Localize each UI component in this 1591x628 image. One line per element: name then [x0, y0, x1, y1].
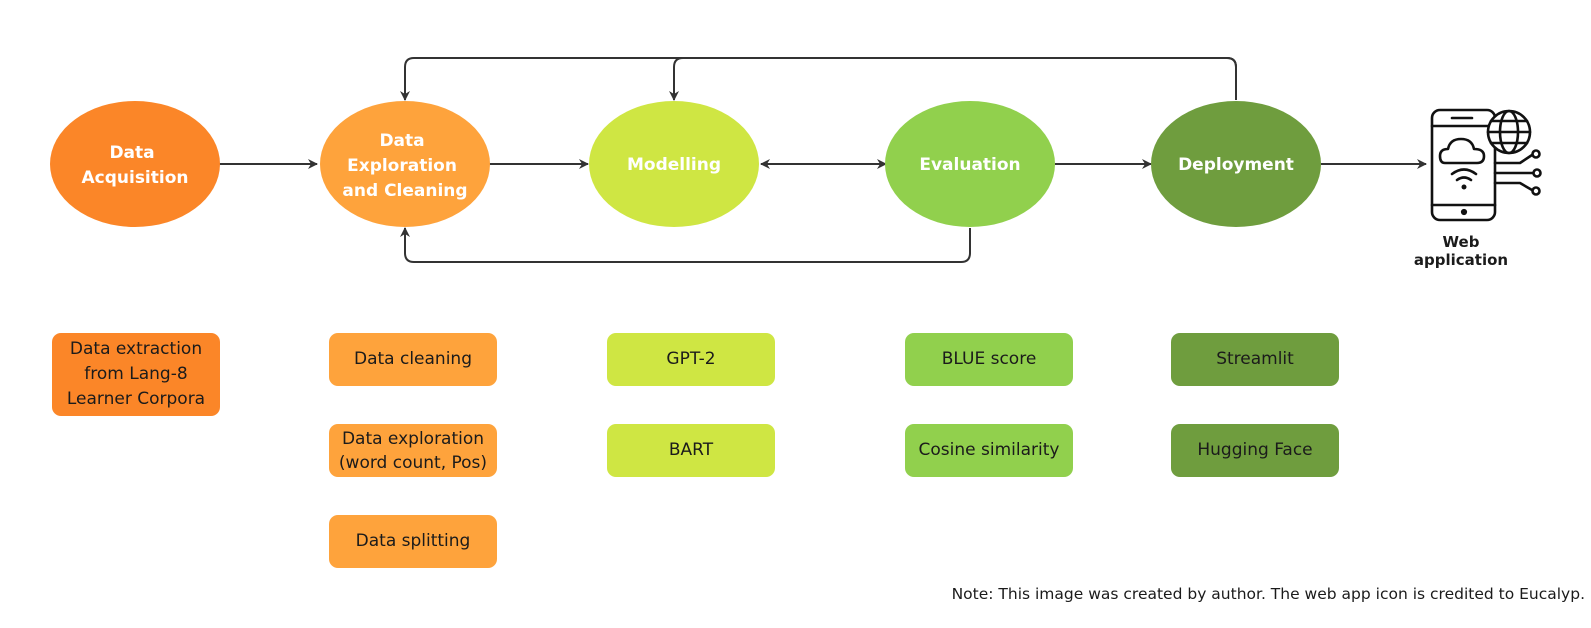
smartphone-cloud-globe-icon: [1430, 108, 1542, 222]
feedback-evaluation-to-exploration: [400, 227, 971, 263]
detail-blue-score: BLUE score: [905, 333, 1073, 386]
web-application-label: Web application: [1413, 233, 1509, 269]
stage-evaluation: Evaluation: [885, 101, 1055, 227]
stage-modelling: Modelling: [589, 101, 759, 227]
detail-data-exploration: Data exploration (word count, Pos): [329, 424, 497, 477]
svg-text:Data Acquisition: Data Acquisition: [81, 143, 188, 188]
stage-label-line: Exploration: [347, 156, 457, 176]
detail-hugging-face: Hugging Face: [1171, 424, 1339, 477]
svg-text:Data Exploration a: Data Exploration and Cleaning: [342, 131, 467, 201]
detail-bart: BART: [607, 424, 775, 477]
detail-data-extraction: Data extraction from Lang-8 Learner Corp…: [52, 333, 220, 416]
feedback-deployment-to-exploration: [400, 57, 1237, 101]
stage-label-line: Modelling: [627, 155, 721, 175]
detail-data-splitting: Data splitting: [329, 515, 497, 568]
svg-text:Modelling: Modelling: [627, 155, 721, 175]
detail-cosine-similarity: Cosine similarity: [905, 424, 1073, 477]
stage-deployment: Deployment: [1151, 101, 1321, 227]
stage-label-line: Data: [109, 143, 154, 163]
stage-label-line: Acquisition: [81, 168, 188, 188]
stage-label-line: Deployment: [1178, 155, 1294, 175]
attribution-note: Note: This image was created by author. …: [951, 585, 1585, 603]
detail-streamlit: Streamlit: [1171, 333, 1339, 386]
svg-text:Deployment: Deployment: [1178, 155, 1294, 175]
stage-label-line: Evaluation: [919, 155, 1020, 175]
detail-gpt2: GPT-2: [607, 333, 775, 386]
detail-data-cleaning: Data cleaning: [329, 333, 497, 386]
stage-data-acquisition: Data Acquisition: [50, 101, 220, 227]
svg-text:Evaluation: Evaluation: [919, 155, 1020, 175]
stage-data-exploration-and-cleaning: Data Exploration and Cleaning: [320, 101, 490, 227]
stage-label-line: Data: [379, 131, 424, 151]
feedback-deployment-to-modelling: [669, 57, 1237, 101]
stage-label-line: and Cleaning: [342, 181, 467, 201]
